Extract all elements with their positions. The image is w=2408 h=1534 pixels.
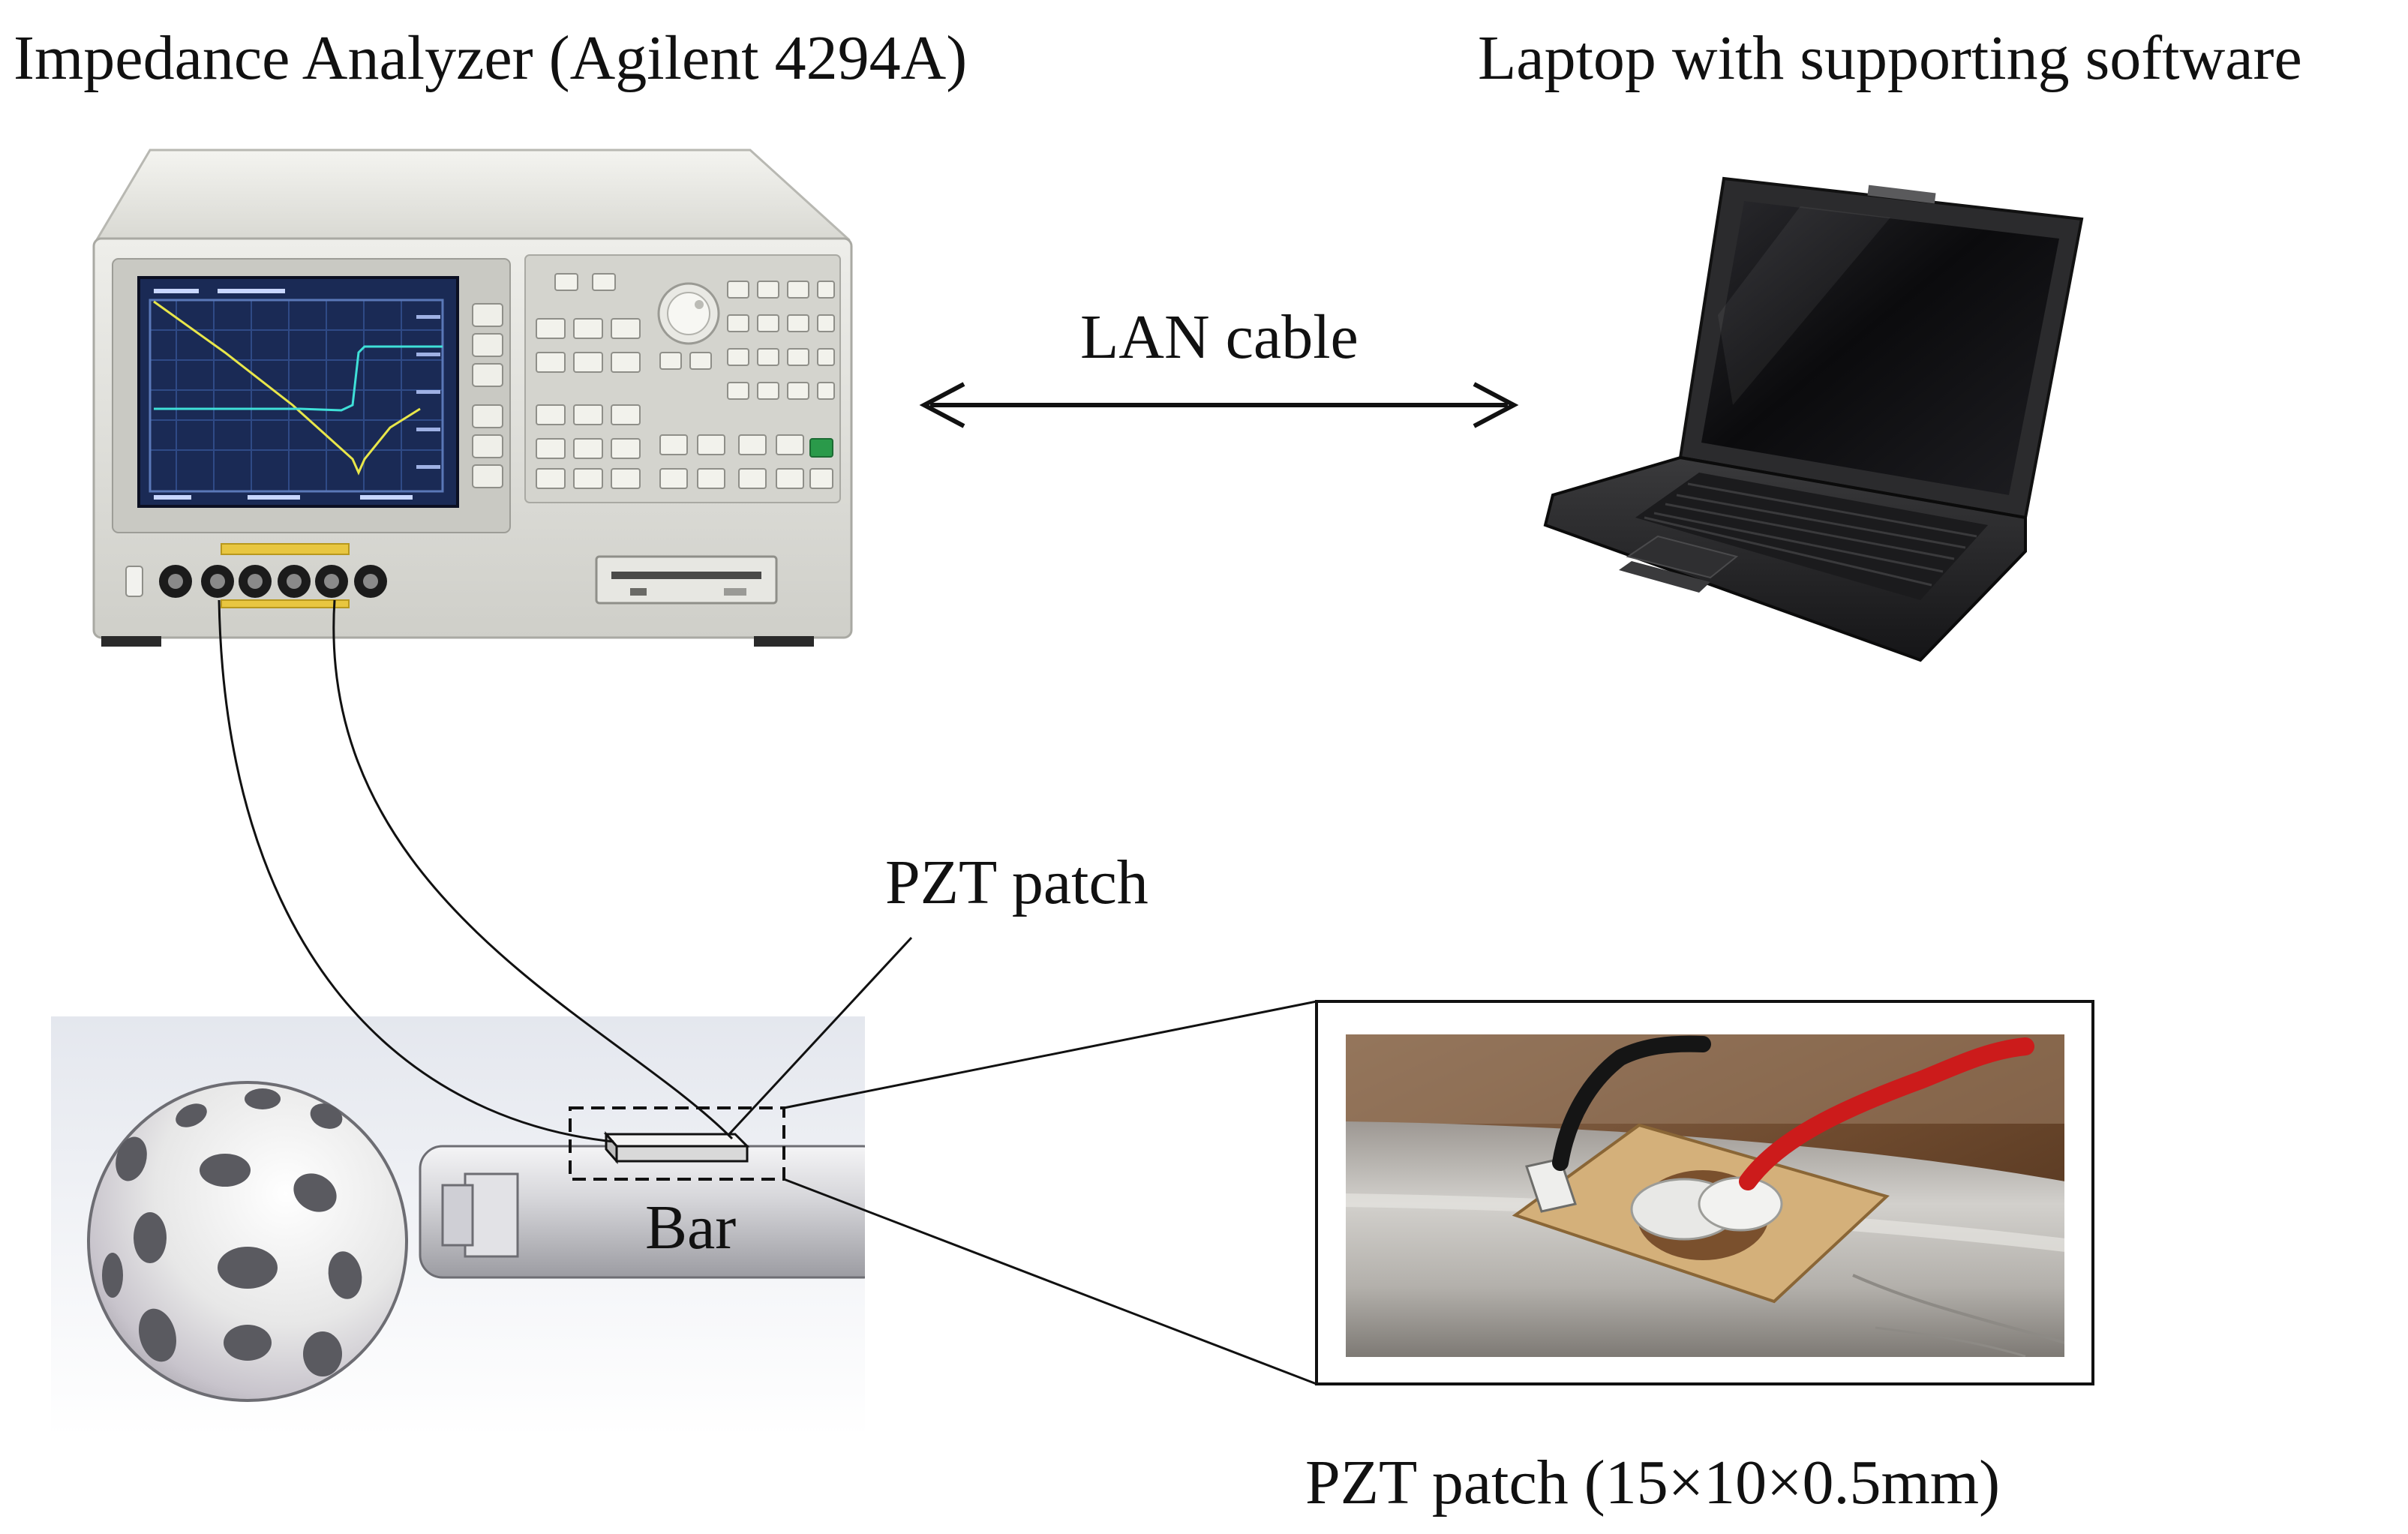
laptop-touchpad [1626,535,1739,579]
pzt-leader-line [728,936,913,1136]
laptop-label: Laptop with supporting software [1478,23,2302,93]
lan-cable-arrow [919,382,1519,428]
analyzer-green-key [809,438,833,458]
zoom-lines [783,1000,1317,1385]
bnc-connectors [159,565,387,598]
analyzer-softkeys [472,303,503,488]
signal-wires [218,599,734,1143]
analyzer-knob [657,282,720,345]
analyzer-screen [137,276,459,508]
lan-cable-label: LAN cable [1080,302,1359,372]
pzt-highlight-box [569,1106,785,1181]
impedance-analyzer [92,149,853,647]
black-wire [1552,1035,1711,1171]
power-switch [125,566,143,597]
pzt-label: PZT patch [885,848,1148,917]
floppy-drive [595,555,778,605]
analyzer-label: Impedance Analyzer (Agilent 4294A) [14,23,968,93]
pzt-photo-inset [1315,1000,2094,1385]
analyzer-keypad [536,273,835,489]
red-wire [1739,1037,2034,1190]
bar-scene [51,1016,865,1436]
pzt-dimensions-caption: PZT patch (15×10×0.5mm) [1305,1448,2001,1517]
pzt-patch-on-bar [603,1131,750,1164]
laptop-screen [1701,201,2059,495]
laptop [1543,176,2084,662]
bar-label: Bar [645,1193,737,1262]
perforated-sphere [87,1081,408,1402]
